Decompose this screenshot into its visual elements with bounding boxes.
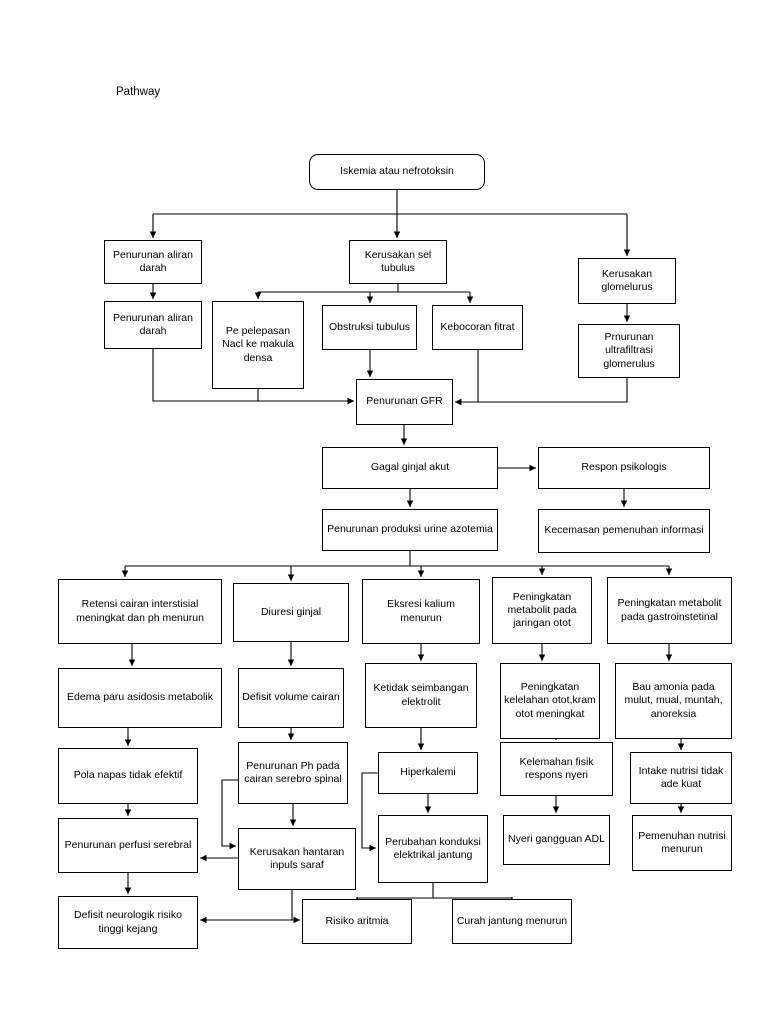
node-penurunan-aliran-darah-2[interactable]: Penurunan aliran darah <box>104 301 202 349</box>
node-label: Nyeri gangguan ADL <box>508 833 605 846</box>
node-penurunan-perfusi-serebral[interactable]: Penurunan perfusi serebral <box>58 818 198 873</box>
node-penurunan-gfr[interactable]: Penurunan GFR <box>356 379 453 425</box>
node-peningkatan-metabolit-gastroinstetinal[interactable]: Peningkatan metabolit pada gastroinsteti… <box>607 577 732 644</box>
node-label: Risiko aritmia <box>325 914 389 927</box>
node-penurunan-aliran-darah-1[interactable]: Penurunan aliran darah <box>104 240 202 284</box>
node-eksresi-kalium-menurun[interactable]: Eksresi kalium menurun <box>362 579 480 644</box>
node-ketidak-seimbangan-elektrolit[interactable]: Ketidak seimbangan elektrolit <box>365 663 477 728</box>
node-label: Bau amonia pada mulut, mual, muntah, ano… <box>624 681 723 720</box>
node-label: Defisit neurologik risiko tinggi kejang <box>74 909 182 935</box>
node-label: Kerusakan hantaran inpuls saraf <box>249 845 345 871</box>
node-perubahan-konduksi-elektrikal-jantung[interactable]: Perubahan konduksi elektrikal jantung <box>378 815 488 883</box>
node-label: Peningkatan kelelahan otot,kram otot men… <box>504 681 596 720</box>
node-label: Retensi cairan interstisial meningkat da… <box>76 598 204 624</box>
node-label: Penurunan perfusi serebral <box>64 838 192 851</box>
node-label: Penurunan Ph pada cairan serebro spinal <box>244 759 342 785</box>
node-label: Edema paru asidosis metabolik <box>67 691 213 704</box>
node-label: Penurunan aliran darah <box>113 248 193 274</box>
node-kelemahan-fisik-respons-nyeri[interactable]: Kelemahan fisik respons nyeri <box>500 742 613 796</box>
node-label: Hiperkalemi <box>400 766 456 779</box>
node-hiperkalemi[interactable]: Hiperkalemi <box>378 752 478 794</box>
node-retensi-cairan-interstisial[interactable]: Retensi cairan interstisial meningkat da… <box>58 579 222 644</box>
node-label: Diuresi ginjal <box>260 605 322 618</box>
page-title: Pathway <box>116 86 161 98</box>
node-gagal-ginjal-akut[interactable]: Gagal ginjal akut <box>322 447 498 489</box>
node-pe-pelepasan-nacl-ke-makula-densa[interactable]: Pe pelepasan Nacl ke makula densa <box>212 301 304 389</box>
node-risiko-aritmia[interactable]: Risiko aritmia <box>302 899 412 944</box>
node-edema-paru-asidosis-metabolik[interactable]: Edema paru asidosis metabolik <box>58 668 222 728</box>
node-label: Kecemasan pemenuhan informasi <box>544 524 704 537</box>
node-label: Intake nutrisi tidak ade kuat <box>638 764 724 790</box>
node-label: Kerusakan glomelurus <box>601 267 653 293</box>
node-penurunan-produksi-urine-azotemia[interactable]: Penurunan produksi urine azotemia <box>322 509 498 551</box>
node-label: Gagal ginjal akut <box>370 461 450 474</box>
node-prnurunan-ultrafiltrasi-glomerulus[interactable]: Prnurunan ultrafiltrasi glomerulus <box>578 324 680 378</box>
node-defisit-neurologik-risiko-tinggi-kejang[interactable]: Defisit neurologik risiko tinggi kejang <box>58 896 198 949</box>
node-peningkatan-kelelahan-otot[interactable]: Peningkatan kelelahan otot,kram otot men… <box>500 663 600 739</box>
node-label: Iskemia atau nefrotoksin <box>340 165 454 178</box>
node-kerusakan-glomelurus[interactable]: Kerusakan glomelurus <box>578 258 676 304</box>
node-pola-napas-tidak-efektif[interactable]: Pola napas tidak efektif <box>58 748 198 804</box>
node-defisit-volume-cairan[interactable]: Defisit volume cairan <box>238 668 344 728</box>
node-penurunan-ph-cairan-serebro-spinal[interactable]: Penurunan Ph pada cairan serebro spinal <box>238 742 348 804</box>
node-pemenuhan-nutrisi-menurun[interactable]: Pemenuhan nutrisi menurun <box>632 815 732 871</box>
node-respon-psikologis[interactable]: Respon psikologis <box>538 447 710 489</box>
node-label: Respon psikologis <box>581 461 667 474</box>
node-label: Penurunan aliran darah <box>113 311 193 337</box>
node-kebocoran-fitrat[interactable]: Kebocoran fitrat <box>432 305 523 350</box>
node-label: Perubahan konduksi elektrikal jantung <box>385 835 481 861</box>
node-label: Penurunan produksi urine azotemia <box>327 523 493 536</box>
node-label: Ketidak seimbangan elektrolit <box>373 682 469 708</box>
node-kerusakan-hantaran-inpuls-saraf[interactable]: Kerusakan hantaran inpuls saraf <box>238 828 356 890</box>
node-curah-jantung-menurun[interactable]: Curah jantung menurun <box>452 899 572 944</box>
node-diuresi-ginjal[interactable]: Diuresi ginjal <box>233 583 349 642</box>
node-bau-amonia-mual-muntah-anoreksia[interactable]: Bau amonia pada mulut, mual, muntah, ano… <box>615 663 732 739</box>
node-label: Peningkatan metabolit pada gastroinsteti… <box>617 597 722 623</box>
node-label: Prnurunan ultrafiltrasi glomerulus <box>603 331 655 370</box>
node-iskemia-atau-nefrotoksin[interactable]: Iskemia atau nefrotoksin <box>309 154 485 190</box>
node-label: Peningkatan metabolit pada jaringan otot <box>507 590 577 630</box>
node-label: Pemenuhan nutrisi menurun <box>638 829 726 855</box>
node-label: Curah jantung menurun <box>456 914 568 927</box>
node-kecemasan-pemenuhan-informasi[interactable]: Kecemasan pemenuhan informasi <box>538 509 710 553</box>
node-label: Obstruksi tubulus <box>328 320 411 333</box>
node-kerusakan-sel-tubulus[interactable]: Kerusakan sel tubulus <box>349 240 447 284</box>
node-peningkatan-metabolit-jaringan-otot[interactable]: Peningkatan metabolit pada jaringan otot <box>492 577 592 644</box>
node-label: Pe pelepasan Nacl ke makula densa <box>222 325 294 364</box>
node-label: Kerusakan sel tubulus <box>364 248 432 274</box>
node-label: Penurunan GFR <box>366 395 443 408</box>
node-label: Kebocoran fitrat <box>440 320 515 333</box>
node-label: Defisit volume cairan <box>242 691 340 704</box>
node-label: Eksresi kalium menurun <box>387 598 455 624</box>
node-obstruksi-tubulus[interactable]: Obstruksi tubulus <box>322 305 417 350</box>
node-intake-nutrisi-tidak-adekuat[interactable]: Intake nutrisi tidak ade kuat <box>630 752 732 804</box>
node-label: Kelemahan fisik respons nyeri <box>519 755 594 781</box>
node-label: Pola napas tidak efektif <box>73 769 183 782</box>
node-nyeri-gangguan-adl[interactable]: Nyeri gangguan ADL <box>503 815 610 865</box>
